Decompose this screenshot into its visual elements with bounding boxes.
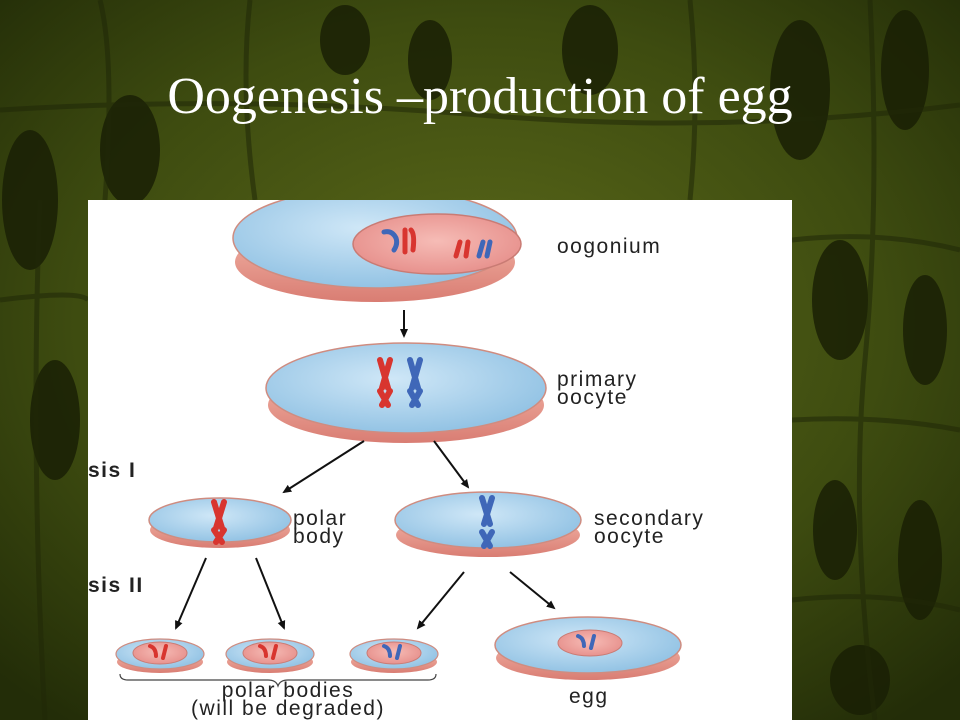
arrow-secondary-to-polar <box>416 571 465 630</box>
first-polar-body <box>148 497 292 548</box>
label-primary-oocyte: oocyte <box>557 386 628 409</box>
oogonium-chromosomes <box>381 227 493 259</box>
oogenesis-diagram: oogonium primary oocyte sis I polar body… <box>88 200 792 720</box>
label-primary: primary <box>557 368 638 391</box>
label-meiosis-2: sis II <box>88 574 144 597</box>
arrow-secondary-to-egg <box>509 571 556 610</box>
polar-bodies-bracket <box>119 673 437 688</box>
label-polar: polar <box>293 507 348 530</box>
arrow-polar-to-middle <box>255 557 286 630</box>
arrow-primary-to-polar <box>282 440 365 494</box>
primary-oocyte <box>265 342 547 443</box>
secondary-oocyte <box>394 491 582 557</box>
arrow-polar-to-left <box>175 557 207 630</box>
label-oogonium: oogonium <box>557 235 662 258</box>
arrow-primary-to-secondary <box>433 440 470 489</box>
diagram-content <box>88 200 792 720</box>
polar-body-1 <box>115 638 205 673</box>
egg-cell <box>494 616 682 680</box>
slide-title: Oogenesis –production of egg <box>167 68 793 125</box>
oogonium <box>232 200 522 302</box>
label-meiosis-1: sis I <box>88 459 137 482</box>
oogonium-nucleus <box>352 213 522 275</box>
polar-body-3 <box>349 638 439 673</box>
label-polar-bodies: polar bodies <box>221 679 355 702</box>
egg-nucleus <box>557 629 623 657</box>
polar-body-2 <box>225 638 315 673</box>
label-secondary-oocyte: oocyte <box>594 525 665 548</box>
label-will-be-degraded: (will be degraded) <box>191 697 385 720</box>
label-egg: egg <box>569 685 609 708</box>
primary-chromosomes <box>377 357 423 408</box>
label-secondary: secondary <box>594 507 705 530</box>
label-polar-body: body <box>293 525 345 548</box>
